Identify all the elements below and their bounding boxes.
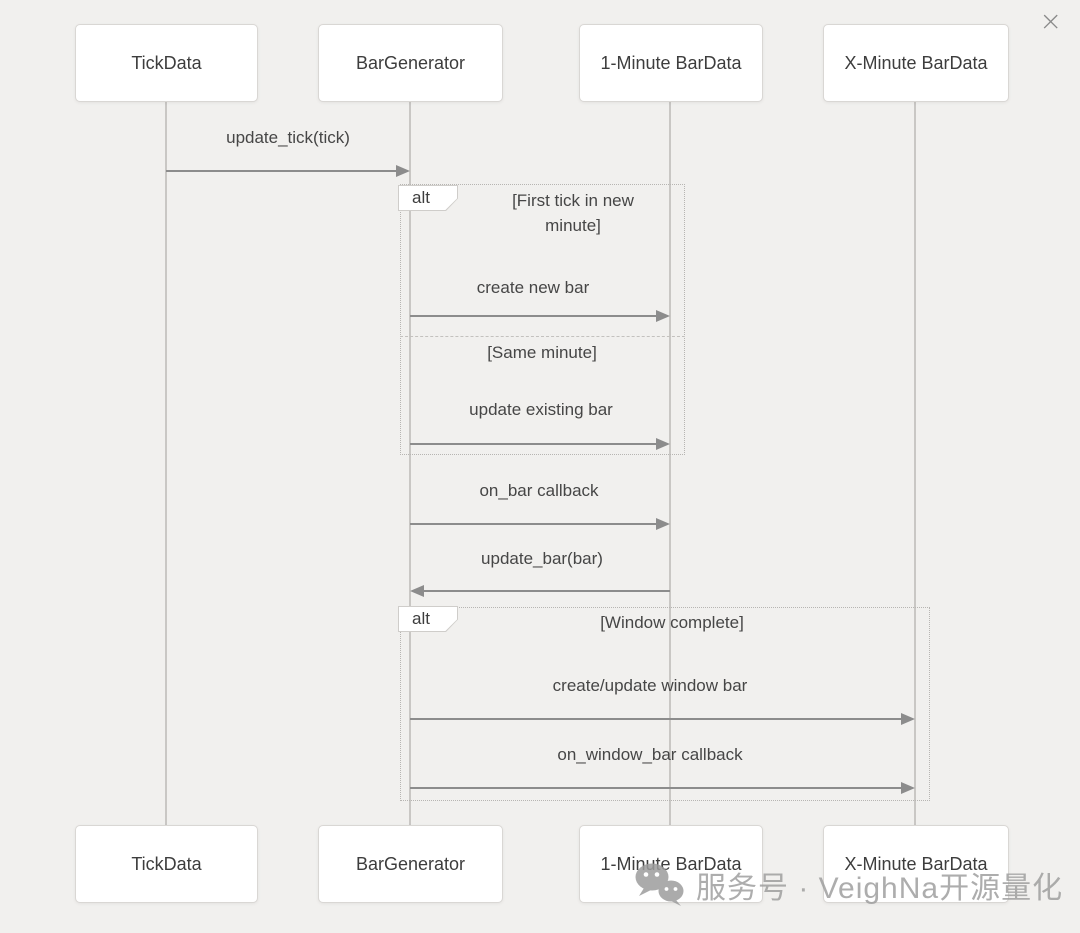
message-label-update-existing-bar: update existing bar [469, 400, 613, 419]
message-label-on-bar-callback: on_bar callback [479, 481, 599, 500]
lifeline-xmin-bardata [914, 102, 916, 825]
actor-xmin-bardata-top: X-Minute BarData [823, 24, 1009, 102]
actor-tickdata-top: TickData [75, 24, 258, 102]
alt-fragment-2 [400, 607, 930, 801]
actor-bargenerator-top: BarGenerator [318, 24, 503, 102]
arrowhead-right-icon [656, 438, 670, 450]
message-line [424, 590, 670, 592]
message-line [410, 315, 657, 317]
alt-operator-2: alt [398, 606, 458, 632]
arrowhead-left-icon [410, 585, 424, 597]
arrowhead-right-icon [901, 713, 915, 725]
guard-condition-same-minute: [Same minute] [487, 343, 597, 362]
actor-1min-bardata-top: 1-Minute BarData [579, 24, 763, 102]
actor-tickdata-bottom: TickData [75, 825, 258, 903]
guard-condition-window-complete: [Window complete] [600, 613, 744, 632]
message-label-update-tick: update_tick(tick) [226, 128, 350, 147]
guard-condition-first-tick: [First tick in new minute] [512, 191, 634, 235]
alt-fragment-1 [400, 184, 685, 455]
watermark-text: 服务号 · VeighNa开源量化 [696, 872, 1064, 905]
arrowhead-right-icon [901, 782, 915, 794]
wechat-icon [634, 862, 686, 908]
message-label-create-update-window-bar: create/update window bar [552, 676, 748, 695]
actor-xmin-bardata-bottom: X-Minute BarData [823, 825, 1009, 903]
actor-bargenerator-bottom: BarGenerator [318, 825, 503, 903]
message-line [410, 523, 657, 525]
watermark: 服务号 · VeighNa开源量化 [634, 862, 1063, 908]
arrowhead-right-icon [656, 310, 670, 322]
lifeline-tickdata [165, 102, 167, 825]
arrowhead-right-icon [396, 165, 410, 177]
alt-operator-label: alt [399, 607, 457, 631]
message-line [410, 443, 657, 445]
message-line [410, 787, 902, 789]
message-label-update-bar: update_bar(bar) [481, 549, 603, 568]
message-line [166, 170, 397, 172]
alt-operator-1: alt [398, 185, 458, 211]
alt-operator-label: alt [399, 186, 457, 210]
close-icon[interactable]: × [1039, 6, 1062, 37]
lifeline-1min-bardata [669, 102, 671, 825]
message-line [410, 718, 902, 720]
message-label-on-window-bar-callback: on_window_bar callback [557, 745, 743, 764]
lifeline-bargenerator [409, 102, 411, 825]
message-label-create-new-bar: create new bar [476, 278, 590, 297]
arrowhead-right-icon [656, 518, 670, 530]
alt-divider [400, 336, 685, 337]
